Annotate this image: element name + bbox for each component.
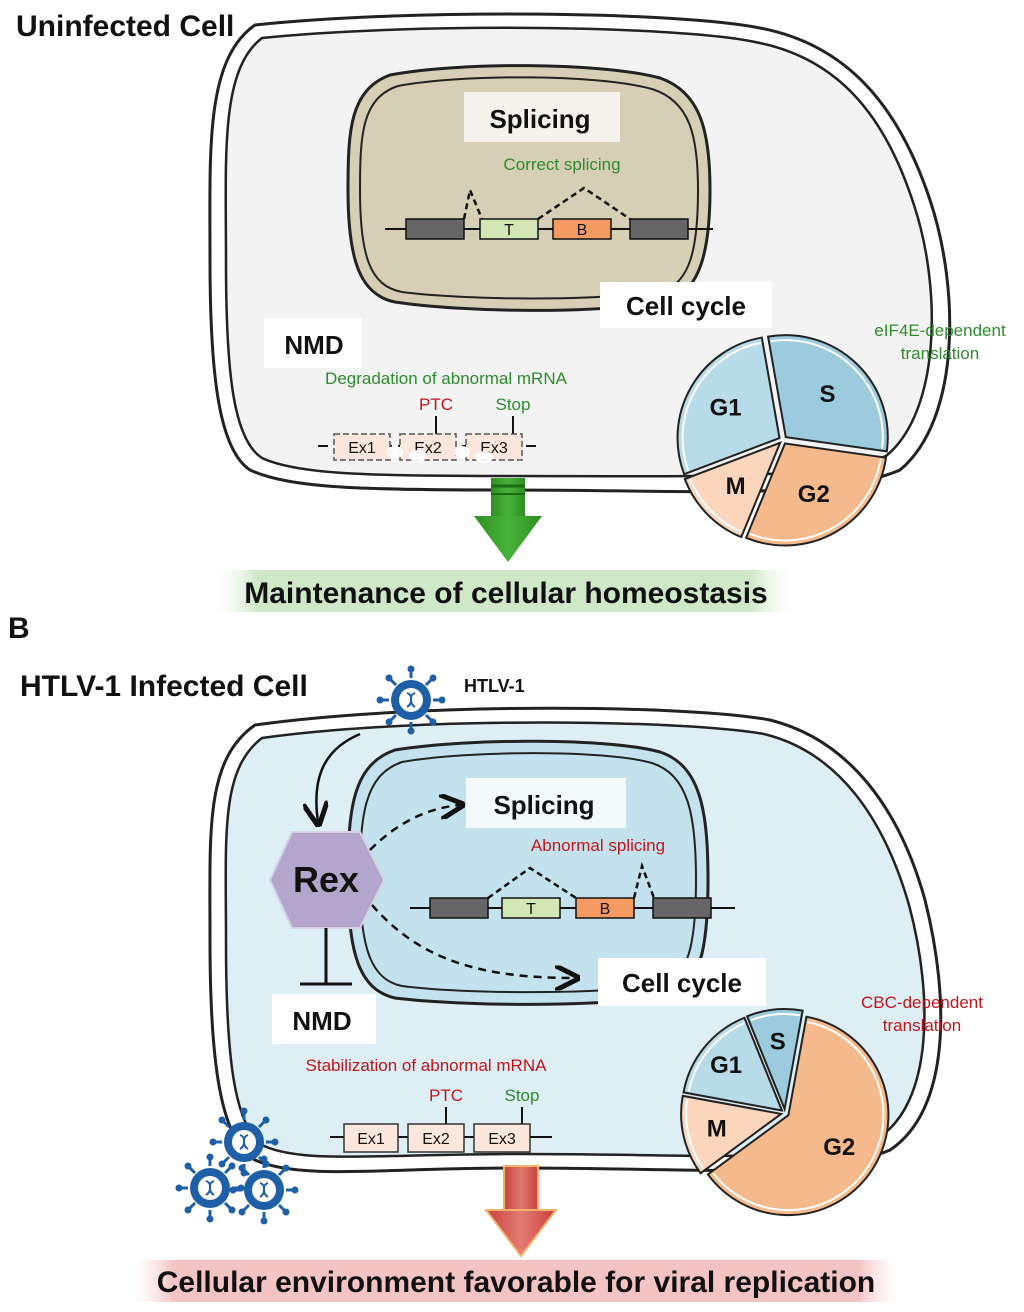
exon-ex2 <box>407 1123 465 1153</box>
panel-a: Uninfected Cell Splicing Correct splicin… <box>16 10 1006 612</box>
pie-label-m: M <box>707 1116 727 1143</box>
pie-slice-s <box>745 1008 804 1113</box>
panel-b: B HTLV-1 Infected Cell Splicing Abnormal… <box>8 612 983 1302</box>
pie-slice-m <box>683 441 782 539</box>
pie-label-g1: G1 <box>710 1052 742 1079</box>
nmd-label-box-b <box>272 994 376 1044</box>
gene-b: T B <box>410 861 735 919</box>
transcript-a: PTC Stop Ex1 Ex2 Ex3 <box>318 395 540 463</box>
exon-constitutive <box>652 897 712 919</box>
transcript-b: PTC Stop Ex1 Ex2 Ex3 <box>330 1086 552 1153</box>
translation-note-line2: translation <box>901 344 979 363</box>
cell-cycle-label: Cell cycle <box>626 291 746 321</box>
virus-icon <box>228 1154 300 1226</box>
outcome-arrow-b <box>483 1165 559 1258</box>
pie-label-m: M <box>726 473 746 500</box>
exon-b <box>552 218 612 240</box>
ptc-label: PTC <box>419 395 453 414</box>
splice-junction <box>487 866 577 900</box>
exon-constitutive <box>429 897 489 919</box>
exon-ex1 <box>333 433 391 461</box>
exon-ex1 <box>343 1123 399 1153</box>
exon-t-label-b: T <box>526 901 536 918</box>
exon-ex3-label-b: Ex3 <box>488 1131 516 1148</box>
exon-constitutive <box>405 218 465 240</box>
exon-ex1-label-b: Ex1 <box>357 1131 385 1148</box>
outcome-a-bg <box>210 570 798 612</box>
pie-label-g2: G2 <box>823 1134 855 1161</box>
splicing-label-b: Splicing <box>493 790 594 820</box>
translation-note-b-line2: translation <box>883 1016 961 1035</box>
pie-slice-highlight <box>712 1021 885 1212</box>
pie-slice-highlight <box>750 1013 801 1022</box>
pie-label-g1: G1 <box>710 394 742 421</box>
nmd-label-box <box>264 318 362 368</box>
nmd-label-b: NMD <box>292 1006 351 1036</box>
splice-junction <box>537 186 631 221</box>
pie-label-s: S <box>819 381 835 408</box>
exon-t <box>501 897 561 919</box>
exon-t-label: T <box>504 222 514 239</box>
panel-letter-b: B <box>8 612 30 645</box>
exon-t <box>479 218 539 240</box>
gene-a: T B <box>385 185 713 240</box>
outcome-a: Maintenance of cellular homeostasis <box>244 577 768 610</box>
pie-label-g2: G2 <box>798 481 830 508</box>
pie-slice-g1 <box>676 336 781 476</box>
pie-slice-g1 <box>682 1016 784 1112</box>
cell-cycle-pie-a: S G2 M G1 <box>676 334 889 547</box>
virus-label: HTLV-1 <box>464 676 525 696</box>
pie-slice-g2 <box>744 442 888 547</box>
pie-slice-g2 <box>706 1015 890 1217</box>
splicing-note: Correct splicing <box>503 155 620 174</box>
translation-note-b-line1: CBC-dependent <box>861 993 983 1012</box>
pie-slice-highlight <box>749 458 882 542</box>
pie-slice-highlight <box>770 339 884 449</box>
exon-b-label-b: B <box>600 901 611 918</box>
outcome-b-bg <box>126 1260 906 1302</box>
translation-note-line1: eIF4E-dependent <box>874 321 1006 340</box>
pie-label-s: S <box>770 1028 786 1055</box>
pie-slice-highlight <box>685 1098 705 1170</box>
pie-slice-highlight <box>681 341 761 471</box>
cell-cycle-label-b: Cell cycle <box>622 968 742 998</box>
splice-junction <box>462 185 484 220</box>
virus-icon <box>375 664 447 736</box>
rex-label: Rex <box>293 859 359 900</box>
nmd-note: Degradation of abnormal mRNA <box>325 369 568 388</box>
splice-junction <box>632 861 656 899</box>
outcome-arrow-a <box>474 478 542 562</box>
splicing-label-box <box>464 92 620 142</box>
nmd-note-b: Stabilization of abnormal mRNA <box>306 1056 548 1075</box>
ptc-label-b: PTC <box>429 1086 463 1105</box>
splicing-label-box-b <box>466 778 626 828</box>
panel-b-title: HTLV-1 Infected Cell <box>20 670 308 703</box>
pie-slice-m <box>680 1094 784 1175</box>
exon-ex3 <box>473 1123 531 1153</box>
stop-label: Stop <box>496 395 531 414</box>
splicing-note-b: Abnormal splicing <box>531 836 665 855</box>
rex-hexagon <box>268 831 386 929</box>
pie-slice-s <box>766 334 889 453</box>
splicing-label: Splicing <box>489 104 590 134</box>
nmd-label: NMD <box>284 330 343 360</box>
exon-b-label: B <box>577 222 588 239</box>
cell-cycle-label-box <box>600 282 772 328</box>
exon-ex1-label: Ex1 <box>348 440 376 457</box>
pie-slice-highlight <box>687 1022 745 1092</box>
exon-ex2 <box>399 433 457 461</box>
cell-cycle-label-box-b <box>598 958 766 1006</box>
rex-to-cellcycle-arrow <box>371 904 575 978</box>
cell-cycle-pie-b: S G2 M G1 <box>680 1008 890 1217</box>
exon-b <box>575 897 635 919</box>
virus-to-rex-arrow <box>316 732 361 822</box>
stop-label-b: Stop <box>505 1086 540 1105</box>
outcome-b: Cellular environment favorable for viral… <box>157 1266 876 1299</box>
pie-slice-highlight <box>689 478 742 533</box>
exon-ex2-label-b: Ex2 <box>422 1131 450 1148</box>
panel-a-title: Uninfected Cell <box>16 10 234 43</box>
exon-constitutive <box>629 218 689 240</box>
